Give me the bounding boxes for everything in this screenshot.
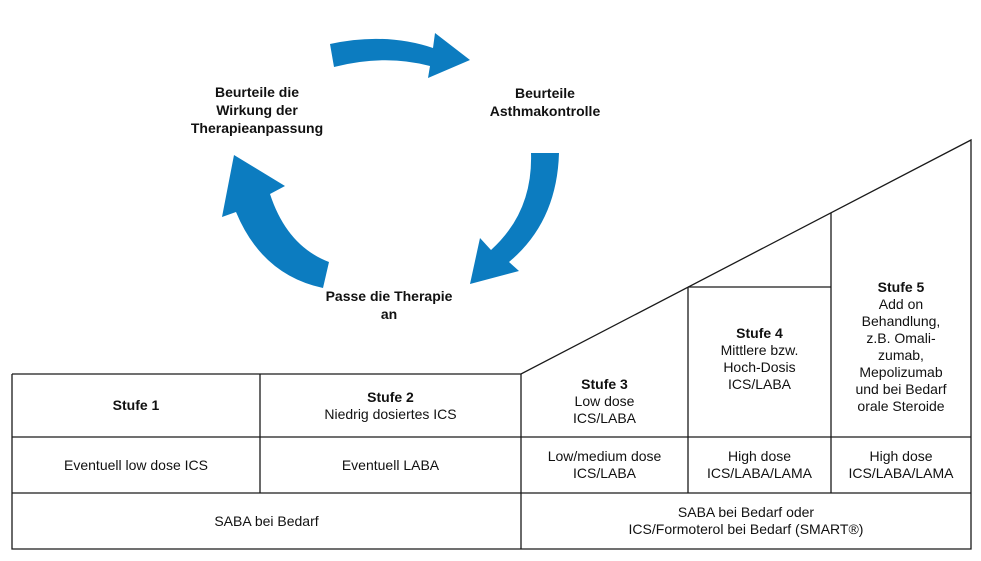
- step-2-title: Stufe 2: [367, 388, 414, 405]
- step-1-alternative: Eventuell low dose ICS: [64, 456, 208, 473]
- step-2-cell: Stufe 2 Niedrig dosiertes ICS: [260, 374, 521, 437]
- step-1-title: Stufe 1: [112, 397, 160, 413]
- cycle-label-adjust-therapy: Passe die Therapie an: [325, 288, 453, 322]
- step-5-alternative: High dose ICS/LABA/LAMA: [848, 448, 954, 481]
- step-5-title: Stufe 5: [877, 279, 925, 295]
- step-2-desc: Niedrig dosiertes ICS: [324, 405, 457, 422]
- step-1-cell: Stufe 1: [12, 374, 260, 437]
- step-5-desc: Add on Behandlung, z.B. Omali- zumab, Me…: [855, 296, 947, 414]
- step-4-title: Stufe 4: [736, 325, 783, 341]
- step-3-cell: Stufe 3 Low dose ICS/LABA: [521, 368, 688, 434]
- step-2-alternative: Eventuell LABA: [341, 456, 440, 473]
- cycle-label-assess-control: Beurteile Asthmakontrolle: [489, 85, 601, 119]
- step-3-title: Stufe 3: [581, 375, 628, 392]
- cycle-arrows: [222, 33, 559, 288]
- arrow-to-assess-response: [222, 155, 329, 288]
- arrow-to-assess-control: [330, 33, 470, 78]
- step-4-alternative: High dose ICS/LABA/LAMA: [706, 448, 813, 481]
- step-4-cell: Stufe 4 Mittlere bzw. Hoch-Dosis ICS/LAB…: [688, 325, 831, 401]
- step-table-grid: [11, 138, 972, 550]
- step-4-desc: Mittlere bzw. Hoch-Dosis ICS/LABA: [720, 342, 799, 392]
- reliever-steps-3-5: SABA bei Bedarf oder ICS/Formoterol bei …: [628, 504, 864, 537]
- step-5-cell: Stufe 5 Add on Behandlung, z.B. Omali- z…: [831, 279, 971, 419]
- cycle-label-assess-response: Beurteile die Wirkung der Therapieanpass…: [190, 84, 324, 136]
- reliever-steps-1-2: SABA bei Bedarf: [214, 512, 319, 529]
- step-3-alternative: Low/medium dose ICS/LABA: [547, 448, 662, 481]
- step-3-desc: Low dose ICS/LABA: [572, 392, 637, 426]
- arrow-to-adjust-therapy: [470, 153, 559, 284]
